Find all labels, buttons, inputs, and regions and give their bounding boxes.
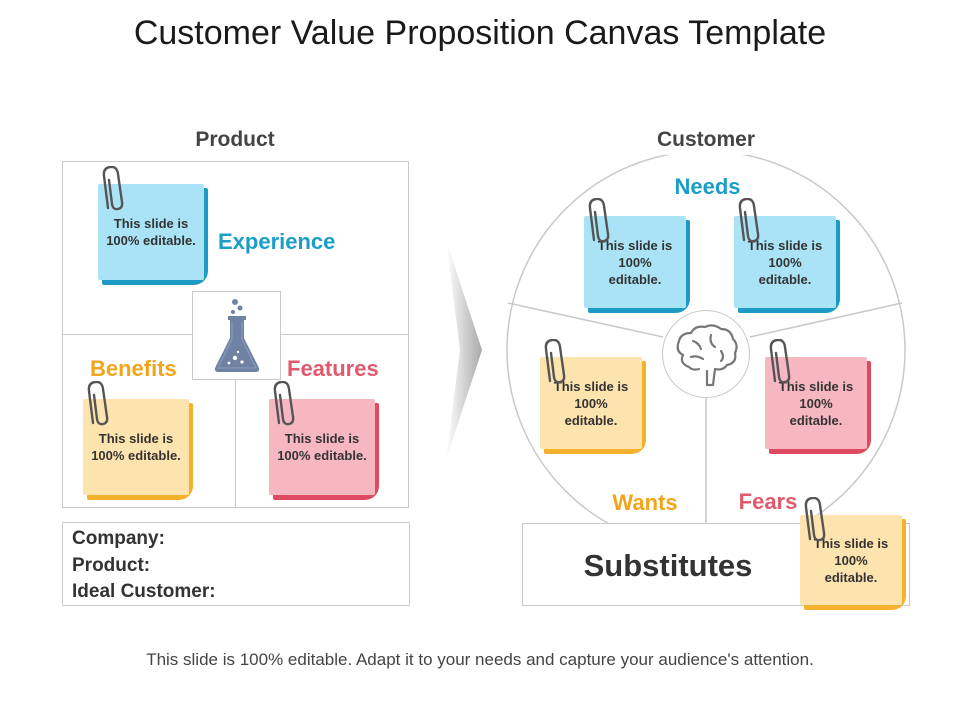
company-field-label: Company: <box>72 528 165 549</box>
paperclip-icon <box>273 381 295 426</box>
product-v-divider <box>235 334 236 507</box>
paperclip-icon <box>738 198 760 243</box>
features-label: Features <box>287 356 379 381</box>
note-text: This slide is 100% editable. <box>778 378 854 428</box>
note-text: This slide is 100% editable. <box>91 431 181 463</box>
note-text: This slide is 100% editable. <box>277 431 367 463</box>
paperclip-icon <box>102 166 124 211</box>
sticky-note-experience[interactable]: This slide is 100% editable. <box>98 166 208 285</box>
sticky-note-benefits[interactable]: This slide is 100% editable. <box>83 381 193 500</box>
sticky-note-needs-right[interactable]: This slide is 100% editable. <box>734 198 840 313</box>
note-body: This slide is 100% editable. <box>765 357 867 449</box>
product-heading: Product <box>195 128 275 151</box>
sticky-note-wants[interactable]: This slide is 100% editable. <box>540 339 646 454</box>
brain-circle <box>662 310 750 398</box>
customer-heading: Customer <box>656 128 756 151</box>
note-body: This slide is 100% editable. <box>98 184 204 280</box>
page-title: Customer Value Proposition Canvas Templa… <box>133 14 827 52</box>
note-text: This slide is 100% editable. <box>747 237 823 287</box>
note-body: This slide is 100% editable. <box>734 216 836 308</box>
paperclip-icon <box>769 339 791 384</box>
benefits-label: Benefits <box>90 356 177 381</box>
note-body: This slide is 100% editable. <box>800 515 902 605</box>
brain-icon <box>676 324 738 387</box>
customer-circle <box>506 155 906 535</box>
note-body: This slide is 100% editable. <box>83 399 189 495</box>
paperclip-icon <box>87 381 109 426</box>
flask-icon <box>214 299 260 372</box>
substitutes-label: Substitutes <box>583 548 753 583</box>
wants-label: Wants <box>612 490 678 515</box>
arrow-icon <box>446 240 482 460</box>
needs-label: Needs <box>674 174 741 199</box>
experience-label: Experience <box>218 229 336 254</box>
sticky-note-features[interactable]: This slide is 100% editable. <box>269 381 379 500</box>
info-box: Company: Product: Ideal Customer: <box>62 522 410 606</box>
paperclip-icon <box>804 497 826 542</box>
paperclip-icon <box>588 198 610 243</box>
note-body: This slide is 100% editable. <box>269 399 375 495</box>
note-text: This slide is 100% editable. <box>813 535 889 585</box>
paperclip-icon <box>544 339 566 384</box>
product-field-label: Product: <box>72 555 151 576</box>
note-text: This slide is 100% editable. <box>597 237 673 287</box>
ideal-customer-field-label: Ideal Customer: <box>72 581 216 602</box>
sticky-note-substitutes[interactable]: This slide is 100% editable. <box>800 497 906 610</box>
fears-label: Fears <box>738 489 798 514</box>
flask-box <box>192 291 281 380</box>
footer-caption: This slide is 100% editable. Adapt it to… <box>146 650 814 669</box>
sticky-note-needs-left[interactable]: This slide is 100% editable. <box>584 198 690 313</box>
sticky-note-fears[interactable]: This slide is 100% editable. <box>765 339 871 454</box>
note-body: This slide is 100% editable. <box>584 216 686 308</box>
note-text: This slide is 100% editable. <box>553 378 629 428</box>
note-text: This slide is 100% editable. <box>106 216 196 248</box>
note-body: This slide is 100% editable. <box>540 357 642 449</box>
